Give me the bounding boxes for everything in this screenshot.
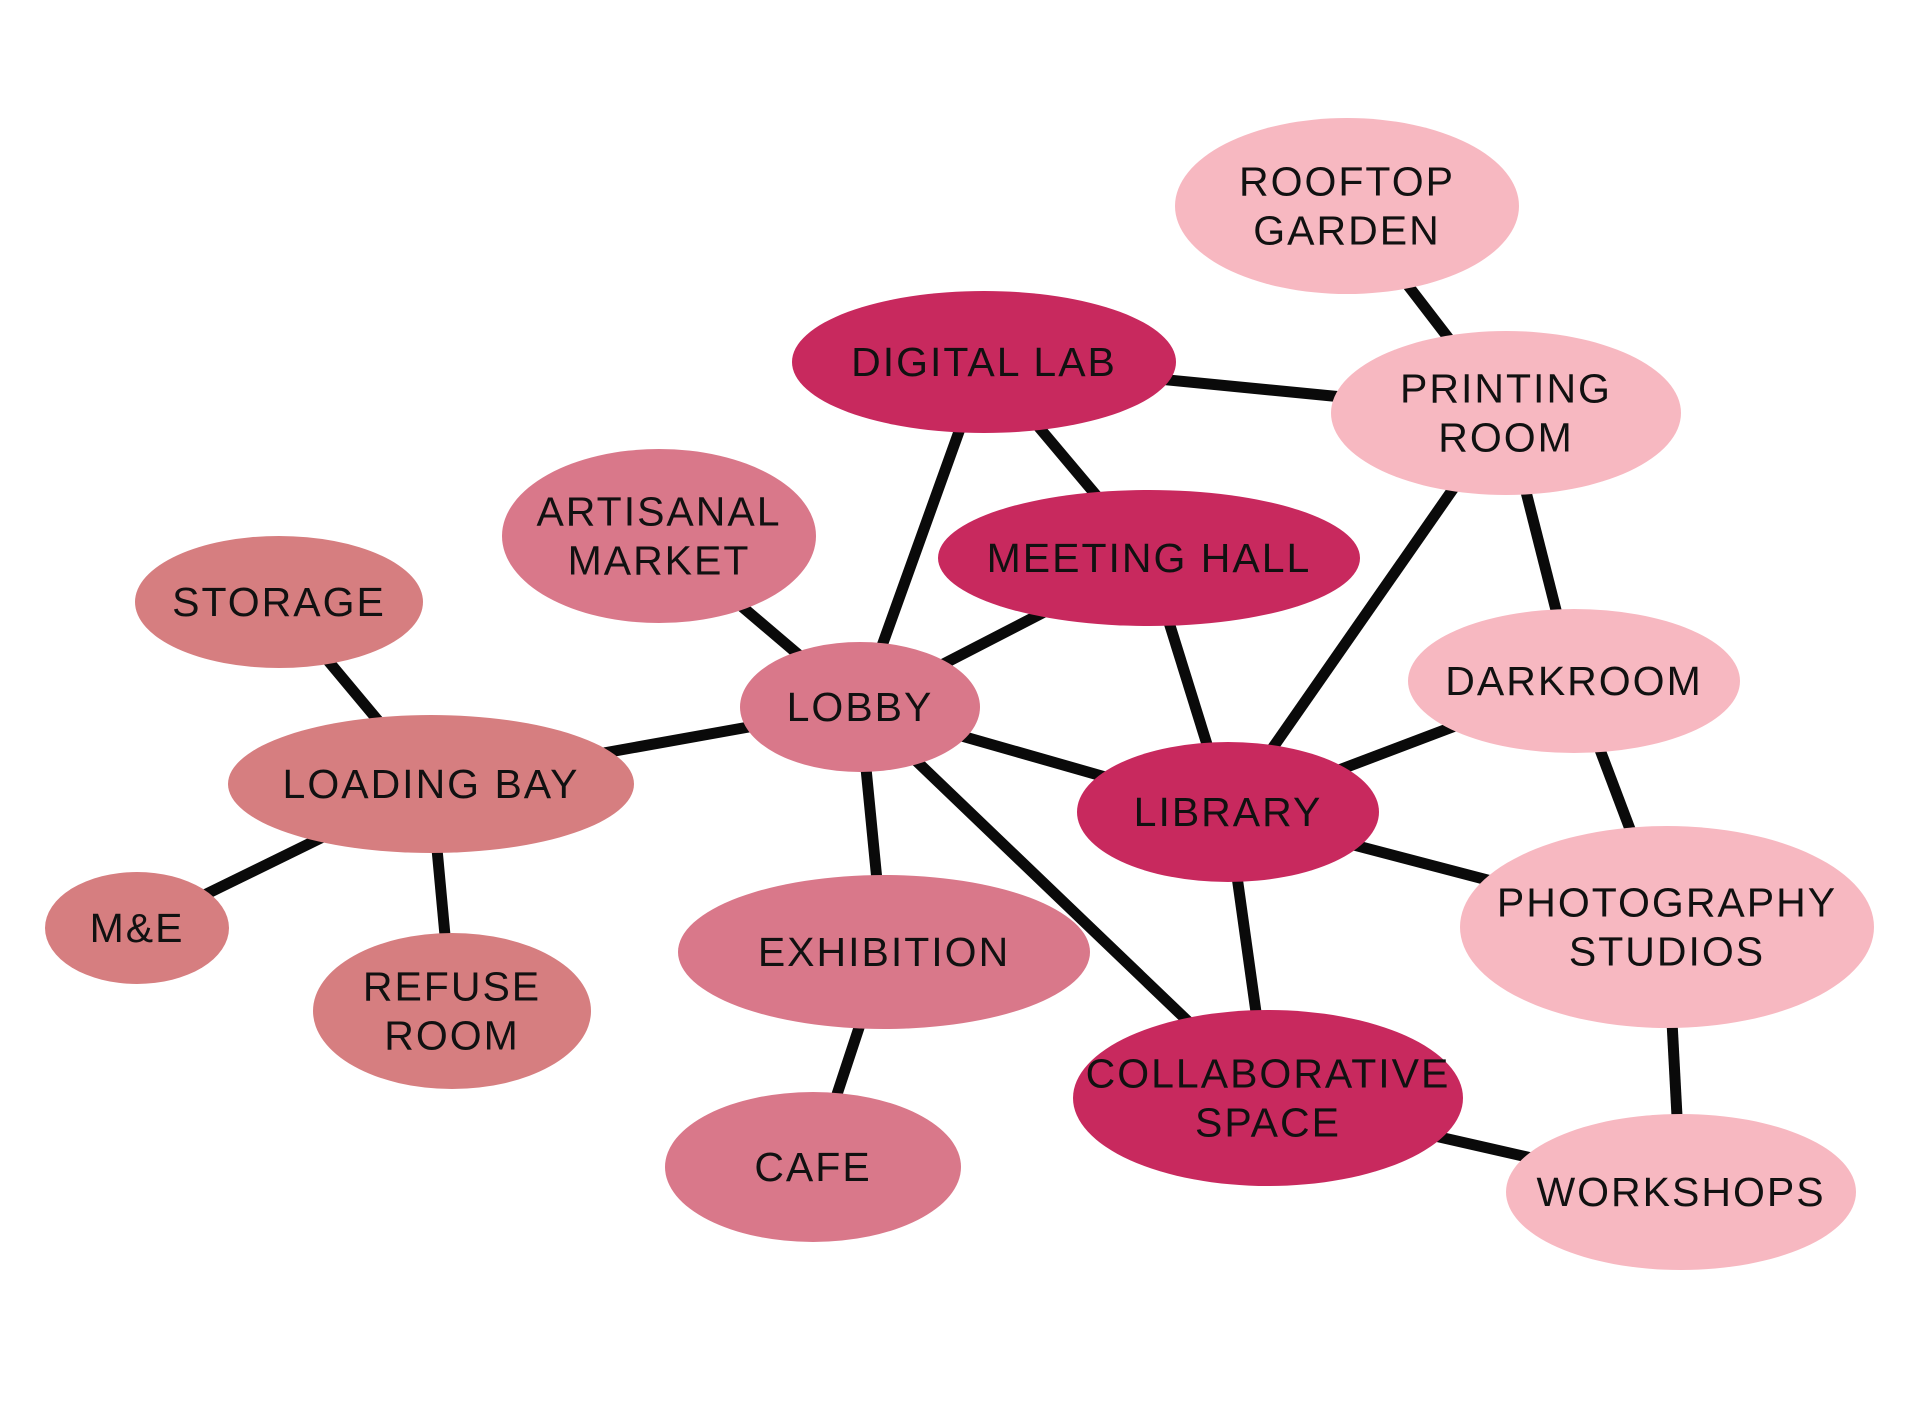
node-label-cafe: CAFE [754,1144,871,1190]
node-label-collaborative-space-line-1: COLLABORATIVE [1086,1051,1451,1097]
node-shape-printing-room [1331,331,1681,495]
node-label-collaborative-space-line-2: SPACE [1195,1100,1341,1146]
node-label-photography-studios-line-2: STUDIOS [1569,929,1765,975]
node-shape-meeting-hall [938,490,1360,626]
node-digital-lab: DIGITAL LAB [792,291,1176,433]
node-label-m-and-e: M&E [90,905,185,951]
node-shape-loading-bay [228,715,634,853]
node-label-digital-lab: DIGITAL LAB [851,339,1117,385]
node-label-library: LIBRARY [1134,789,1323,835]
node-shape-cafe [665,1092,961,1242]
node-lobby: LOBBY [740,642,980,772]
node-label-meeting-hall: MEETING HALL [987,535,1312,581]
node-shape-darkroom [1408,609,1740,753]
node-label-printing-room-line-2: ROOM [1438,415,1574,461]
node-label-rooftop-garden-line-1: ROOFTOP [1239,159,1455,205]
node-label-photography-studios-line-1: PHOTOGRAPHY [1497,880,1837,926]
node-label-workshops: WORKSHOPS [1536,1169,1825,1215]
node-label-rooftop-garden-line-2: GARDEN [1253,208,1440,254]
node-label-artisanal-market-line-2: MARKET [568,538,751,584]
node-shape-library [1077,742,1379,882]
node-label-darkroom: DARKROOM [1445,658,1702,704]
node-shape-digital-lab [792,291,1176,433]
node-label-lobby: LOBBY [787,684,934,730]
node-shape-rooftop-garden [1175,118,1519,294]
node-exhibition: EXHIBITION [678,875,1090,1029]
node-shape-refuse-room [313,933,591,1089]
node-meeting-hall: MEETING HALL [938,490,1360,626]
node-library: LIBRARY [1077,742,1379,882]
node-darkroom: DARKROOM [1408,609,1740,753]
node-label-refuse-room-line-1: REFUSE [363,964,541,1010]
node-m-and-e: M&E [45,872,229,984]
node-shape-lobby [740,642,980,772]
node-shape-artisanal-market [502,449,816,623]
node-label-printing-room-line-1: PRINTING [1400,366,1612,412]
node-loading-bay: LOADING BAY [228,715,634,853]
node-shape-photography-studios [1460,826,1874,1028]
node-shape-m-and-e [45,872,229,984]
node-shape-collaborative-space [1073,1010,1463,1186]
node-label-artisanal-market-line-1: ARTISANAL [536,489,781,535]
node-label-refuse-room-line-2: ROOM [384,1013,520,1059]
node-workshops: WORKSHOPS [1506,1114,1856,1270]
node-shape-exhibition [678,875,1090,1029]
node-label-storage: STORAGE [172,579,386,625]
node-label-loading-bay: LOADING BAY [283,761,580,807]
node-storage: STORAGE [135,536,423,668]
node-label-exhibition: EXHIBITION [758,929,1010,975]
node-cafe: CAFE [665,1092,961,1242]
node-shape-storage [135,536,423,668]
node-shape-workshops [1506,1114,1856,1270]
